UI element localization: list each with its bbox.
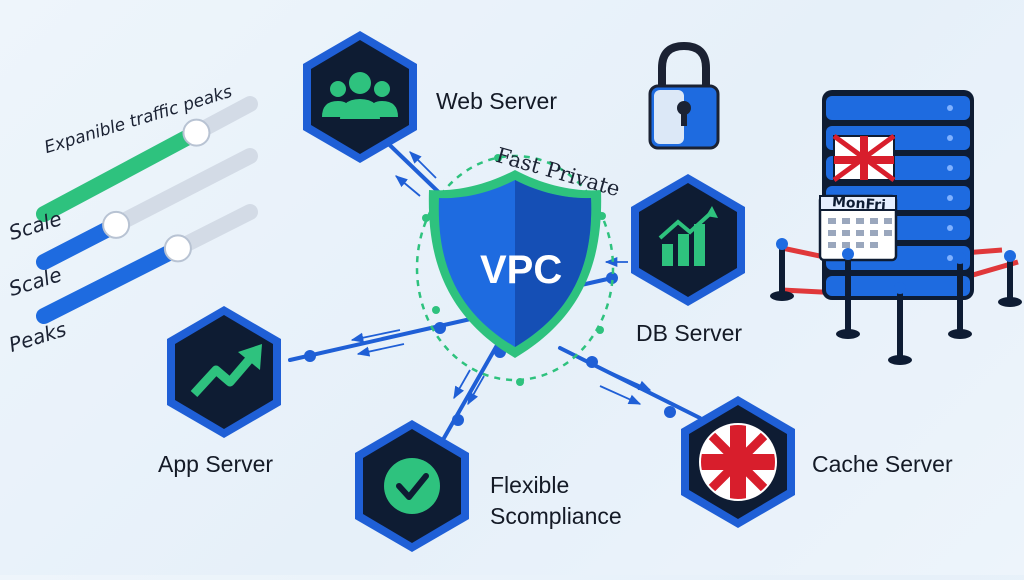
stanchion-posts: [770, 238, 1022, 365]
traffic-sliders: [36, 96, 258, 324]
vpc-shield-icon: [428, 170, 602, 358]
users-icon: [322, 72, 398, 119]
calendar-icon: [818, 194, 898, 262]
padlock-icon: [648, 41, 720, 150]
hex-cache-server: [681, 396, 795, 528]
vpc-label: VPC: [480, 248, 563, 292]
hex-compliance: [355, 420, 469, 552]
flow-arrows: [350, 151, 652, 406]
server-rack-icon: [770, 90, 1022, 365]
checkmark-badge: [384, 458, 440, 514]
slider-knob-2[interactable]: [102, 210, 131, 239]
ring-dots: [422, 154, 606, 386]
slider-knob-1[interactable]: [182, 118, 211, 147]
slider-knob-3[interactable]: [163, 234, 192, 263]
uk-flag-icon: [700, 424, 776, 500]
db-server-label: DB Server: [636, 320, 743, 346]
hex-db-server: [631, 174, 745, 306]
connector-cache-server: [558, 346, 702, 420]
vpc-boundary-ring: [415, 154, 615, 382]
hex-app-server: [167, 306, 281, 438]
slider-fill-3: [36, 240, 186, 324]
rack-flag: [832, 133, 896, 183]
compliance-label: Flexible Scompliance: [490, 472, 622, 529]
checkmark-icon: [396, 473, 429, 500]
connector-compliance: [438, 338, 502, 447]
cache-server-label: Cache Server: [812, 451, 953, 477]
web-server-label: Web Server: [436, 88, 558, 114]
connector-app-server: [288, 316, 477, 362]
app-server-label: App Server: [158, 451, 274, 477]
hex-web-server: [303, 31, 417, 163]
trend-up-arrow-icon: [190, 344, 262, 398]
bar-chart-up-icon: [658, 206, 718, 266]
slider-fill-1: [36, 124, 205, 222]
